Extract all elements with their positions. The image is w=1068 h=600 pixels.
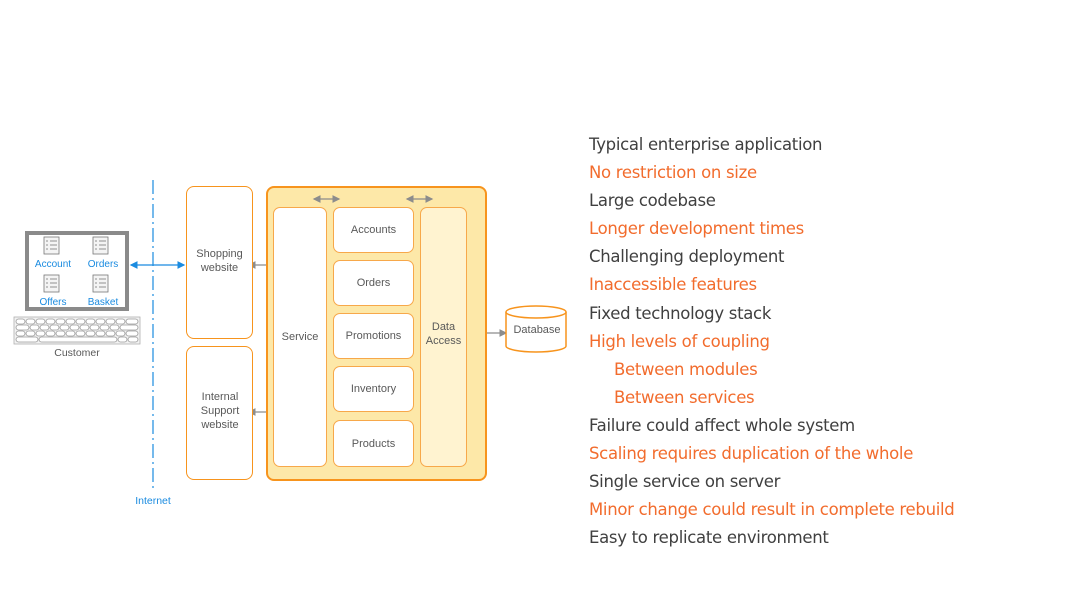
customer-label: Customer (54, 347, 100, 359)
module-label: Products (351, 437, 396, 450)
screen-label-account: Account (34, 259, 72, 270)
characteristic-item: Large codebase (589, 191, 716, 211)
shopping-website-box (186, 186, 253, 339)
list-document-icon (43, 236, 60, 255)
monolith-characteristics-list: Typical enterprise application No restric… (589, 133, 955, 554)
module-label: Accounts (350, 224, 397, 236)
database-label: Database (513, 324, 561, 336)
characteristic-item: Scaling requires duplication of the whol… (589, 444, 914, 464)
characteristic-item: Failure could affect whole system (589, 415, 855, 435)
shopping-website-label: Shopping website (196, 248, 243, 274)
characteristic-item: No restriction on size (589, 163, 757, 183)
data-access-label: Data Access (425, 321, 462, 347)
characteristic-item: Longer development times (589, 219, 804, 239)
characteristic-item: High levels of coupling (589, 331, 770, 351)
support-website-box (186, 346, 253, 480)
monolith-architecture-diagram: Account Orders Offers Basket Customer In… (13, 180, 567, 507)
characteristic-item: Easy to replicate environment (589, 528, 829, 548)
service-label: Service (281, 331, 319, 343)
characteristic-subitem: Between services (614, 387, 755, 407)
characteristic-subitem: Between modules (614, 359, 758, 379)
support-website-label: Internal Support website (200, 391, 240, 431)
module-label: Promotions (345, 330, 402, 342)
screen-label-offers: Offers (39, 297, 67, 308)
service-layer: Service (273, 207, 327, 467)
diagram-graphics (13, 180, 508, 492)
internet-label: Internet (135, 495, 171, 507)
module-label: Orders (356, 277, 391, 289)
characteristic-item: Fixed technology stack (589, 303, 772, 323)
characteristic-item: Challenging deployment (589, 247, 785, 267)
database-icon (505, 305, 567, 353)
characteristic-item: Minor change could result in complete re… (589, 500, 955, 520)
internal-arrows (312, 195, 434, 203)
module-accounts: Accounts (333, 207, 414, 253)
characteristic-item: Single service on server (589, 472, 781, 492)
list-document-icon (92, 274, 109, 293)
module-orders: Orders (333, 260, 414, 306)
module-inventory: Inventory (333, 366, 414, 412)
list-document-icon (92, 236, 109, 255)
list-document-icon (43, 274, 60, 293)
module-products: Products (333, 420, 414, 467)
keyboard-icon (13, 316, 141, 345)
screen-label-orders: Orders (87, 259, 119, 270)
module-promotions: Promotions (333, 313, 414, 359)
screen-label-basket: Basket (87, 297, 119, 308)
characteristic-item: Inaccessible features (589, 275, 757, 295)
characteristic-item: Typical enterprise application (589, 135, 823, 154)
data-access-layer (420, 207, 467, 467)
module-label: Inventory (350, 383, 397, 395)
